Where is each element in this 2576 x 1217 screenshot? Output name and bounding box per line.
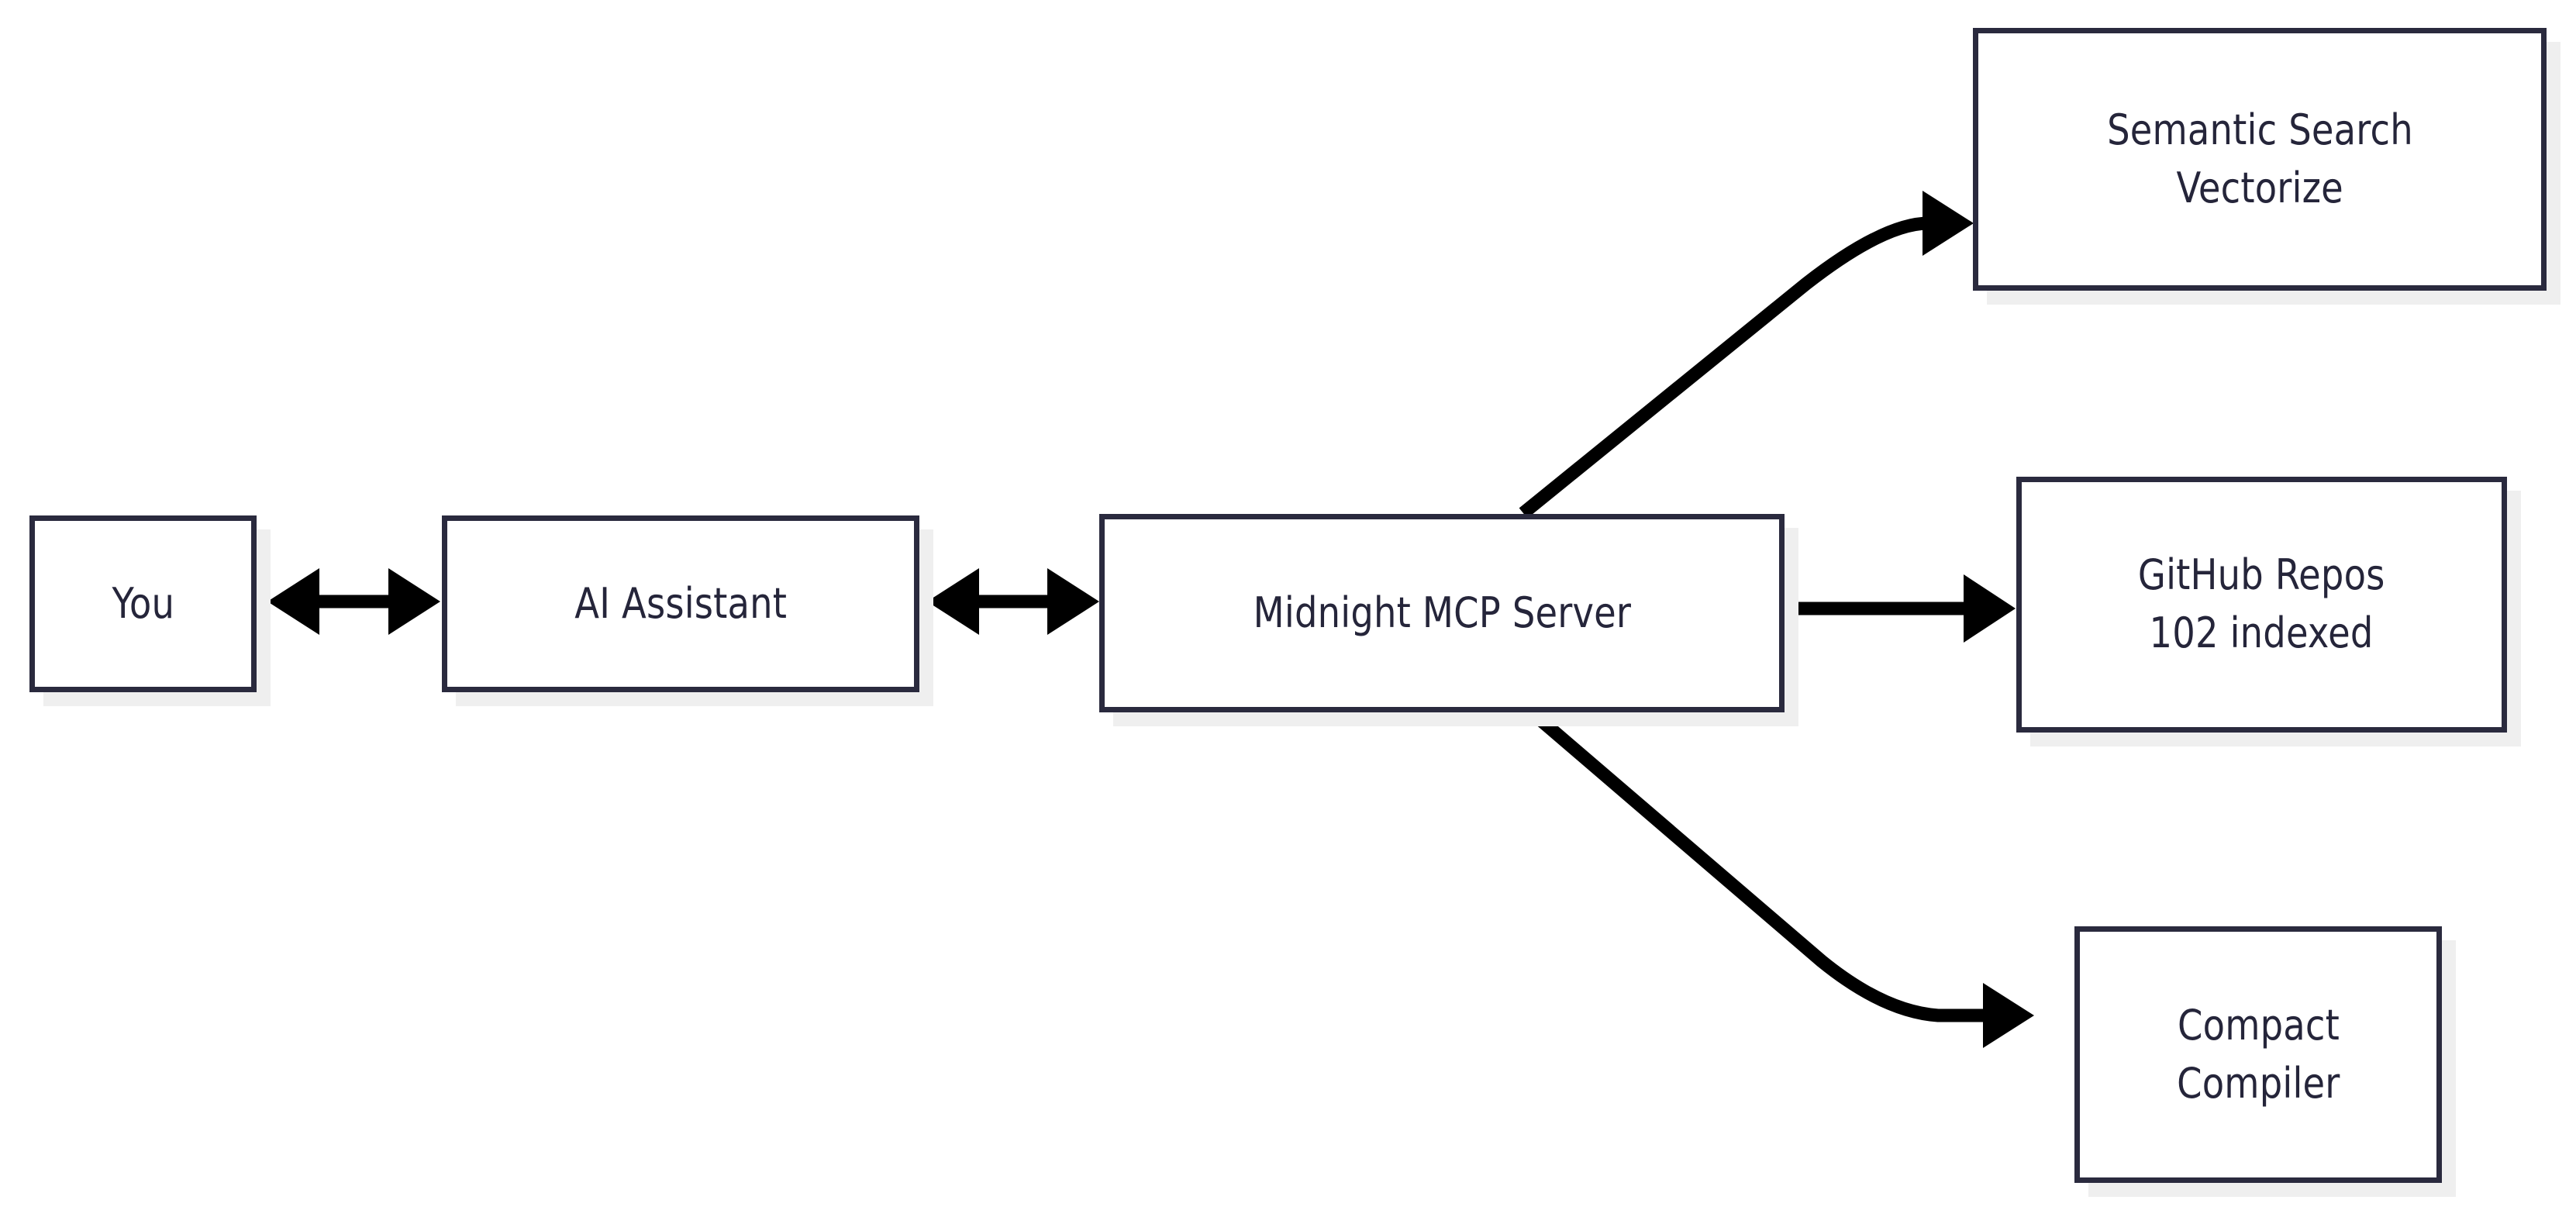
node-compact-compiler[interactable]: Compact Compiler: [2074, 926, 2442, 1183]
node-midnight-mcp-server[interactable]: Midnight MCP Server: [1099, 514, 1785, 712]
edge-mcp-github: [1785, 574, 2016, 643]
node-github-repos[interactable]: GitHub Repos 102 indexed: [2016, 477, 2507, 733]
node-semantic-search-label-line-2: Vectorize: [2176, 163, 2343, 212]
node-compact-compiler-label-line-1: Compact: [2177, 1000, 2340, 1050]
node-you-label-line-1: You: [112, 578, 174, 628]
edge-mcp-compiler: [1528, 708, 2034, 1048]
node-compact-compiler-label-line-2: Compiler: [2176, 1058, 2340, 1108]
edge-assistant-mcp: [927, 568, 1099, 635]
node-ai-assistant[interactable]: AI Assistant: [442, 515, 919, 692]
edge-you-assistant: [267, 568, 440, 635]
node-you[interactable]: You: [29, 515, 257, 692]
node-midnight-mcp-server-label-line-1: Midnight MCP Server: [1253, 588, 1631, 637]
node-github-repos-label-line-1: GitHub Repos: [2138, 550, 2385, 600]
node-github-repos-indexed-count: 102 indexed: [2150, 608, 2374, 657]
edge-mcp-semantic: [1519, 191, 1974, 519]
node-semantic-search-vectorize[interactable]: Semantic Search Vectorize: [1973, 28, 2547, 291]
node-ai-assistant-label-line-1: AI Assistant: [574, 578, 787, 628]
node-semantic-search-label-line-1: Semantic Search: [2106, 105, 2413, 154]
